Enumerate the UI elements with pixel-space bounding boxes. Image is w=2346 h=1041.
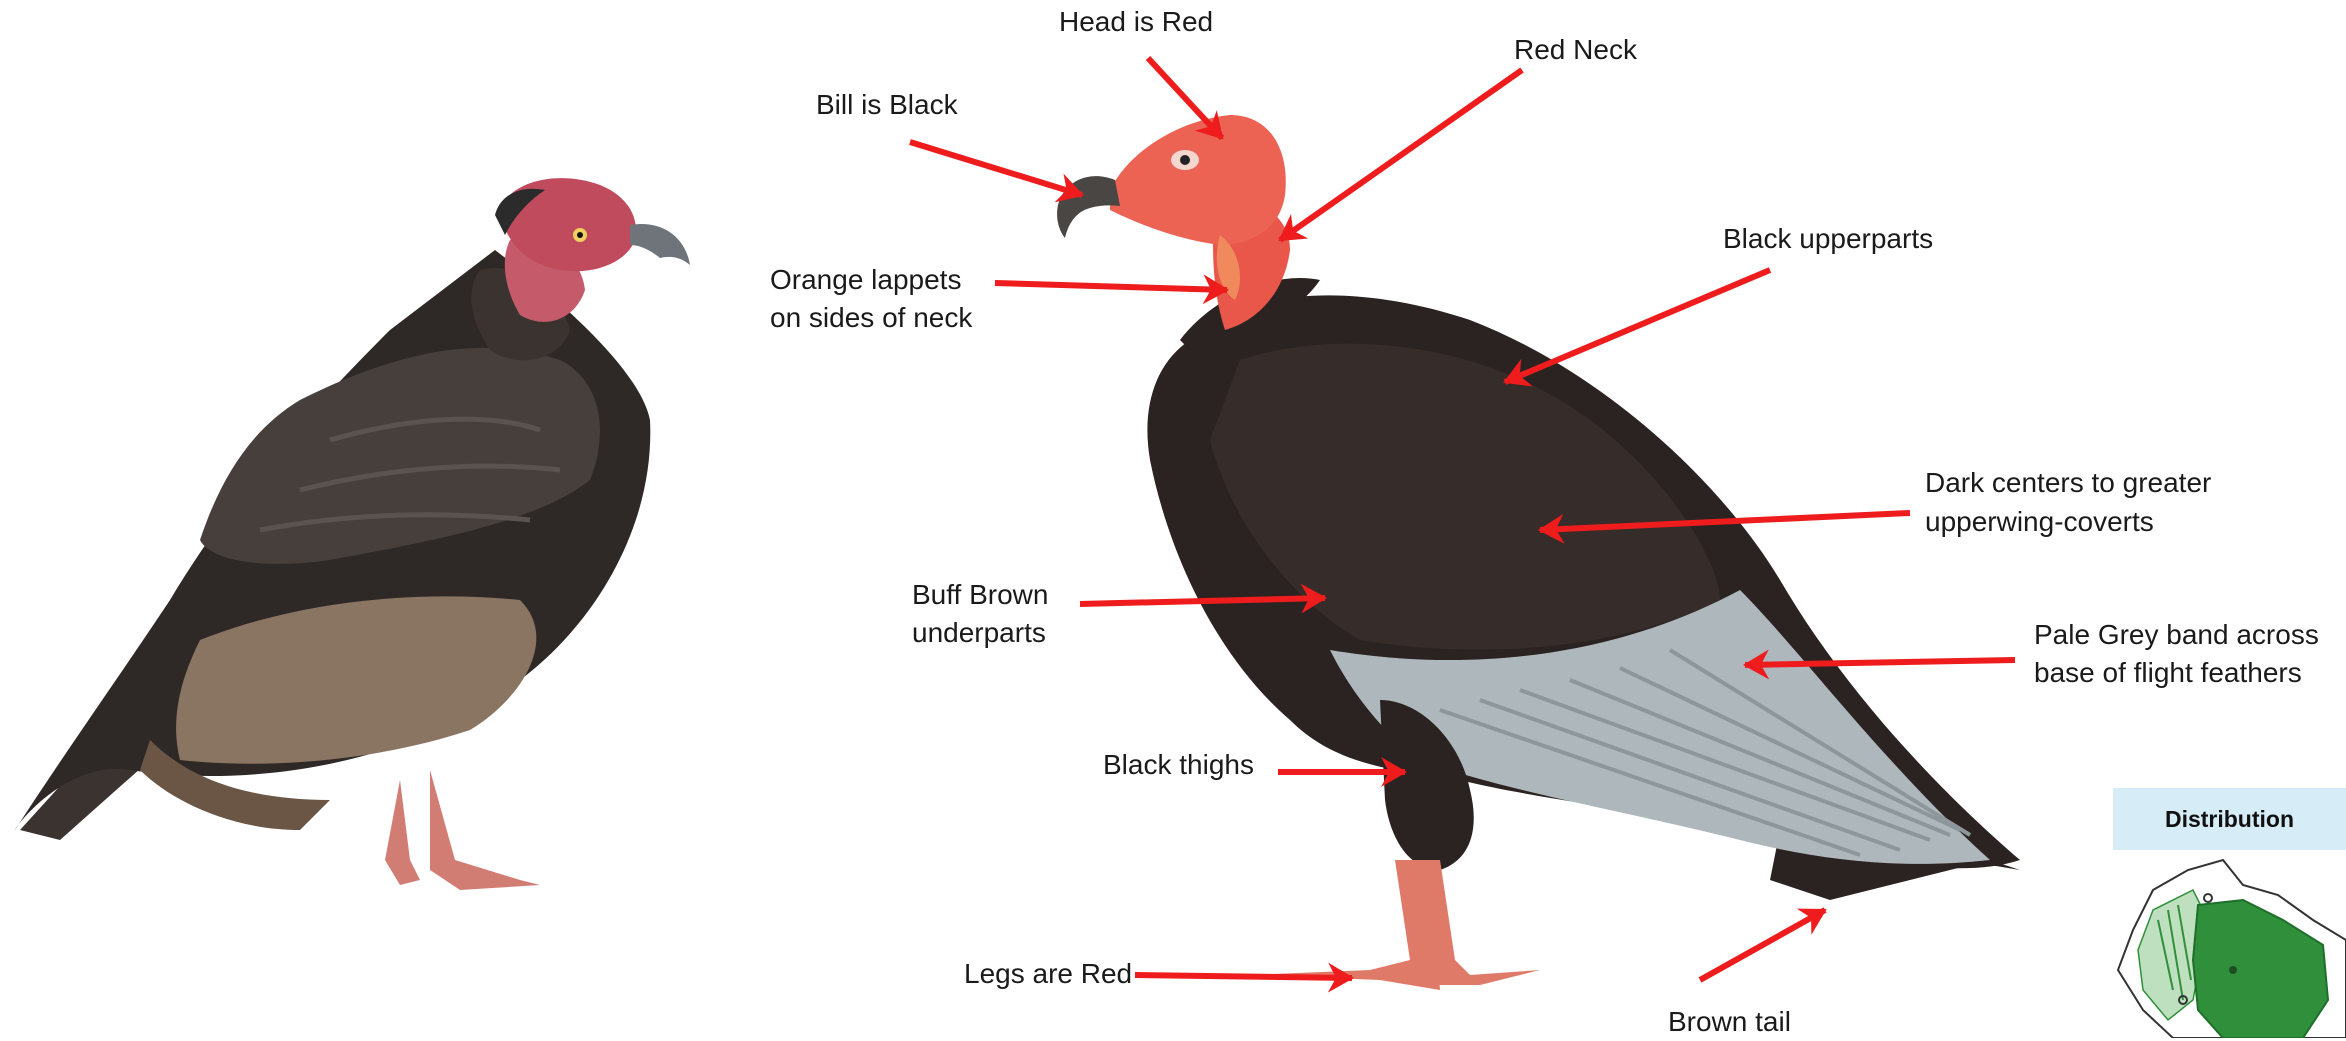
label-band-line1: Pale Grey band across <box>2034 616 2319 654</box>
label-underparts-line1: Buff Brown <box>912 576 1048 614</box>
arrow-neck <box>1280 70 1522 240</box>
arrow-tail <box>1700 910 1825 980</box>
arrow-head <box>1148 58 1222 138</box>
arrow-bill <box>910 142 1082 195</box>
label-lappets-line2: on sides of neck <box>770 299 972 337</box>
label-coverts-line1: Dark centers to greater <box>1925 464 2211 502</box>
label-underparts-line2: underparts <box>912 614 1046 652</box>
label-coverts-line2: upperwing-coverts <box>1925 503 2154 541</box>
distribution-map: Distribution <box>2113 788 2346 1038</box>
label-upperparts: Black upperparts <box>1723 220 1933 258</box>
label-legs: Legs are Red <box>964 955 1132 993</box>
label-head: Head is Red <box>1059 3 1213 41</box>
label-tail: Brown tail <box>1668 1003 1791 1041</box>
label-thighs: Black thighs <box>1103 746 1254 784</box>
label-band-line2: base of flight feathers <box>2034 654 2302 692</box>
distribution-title: Distribution <box>2113 788 2346 850</box>
label-neck: Red Neck <box>1514 31 1637 69</box>
label-bill: Bill is Black <box>816 86 958 124</box>
arrow-legs <box>1135 975 1352 978</box>
arrow-upperparts <box>1505 270 1770 382</box>
vulture-photo <box>15 178 690 890</box>
range-map <box>2113 850 2346 1038</box>
label-lappets-line1: Orange lappets <box>770 261 961 299</box>
arrow-lappets <box>995 283 1227 290</box>
